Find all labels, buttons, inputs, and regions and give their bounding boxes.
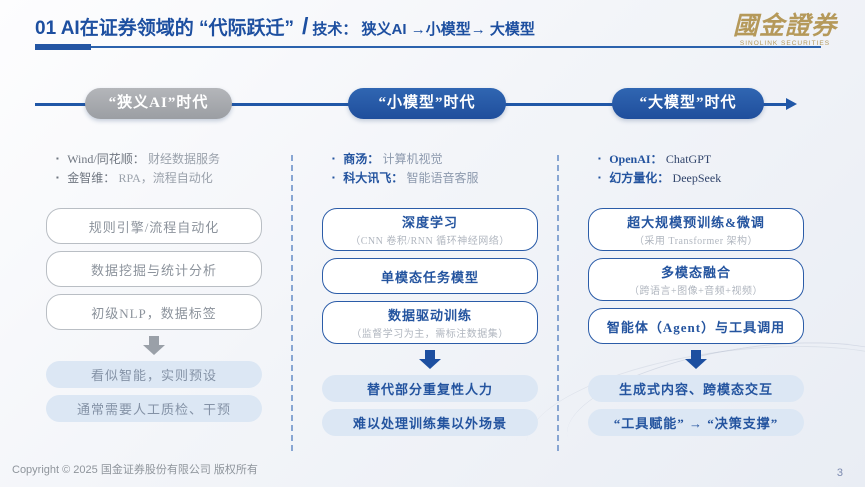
logo-subtext: SINOLINK SECURITIES xyxy=(739,40,831,47)
bullet-marker-icon: ▪ xyxy=(598,154,601,163)
bullet-desc: 计算机视觉 xyxy=(382,152,443,166)
column-large-model: ▪ OpenAI： ChatGPT ▪ 幻方量化： DeepSeek 超大规模预… xyxy=(588,146,804,436)
feature-box-subtitle: （CNN 卷积/RNN 循环神经网络） xyxy=(350,236,510,247)
feature-box-title: 数据驱动训练 xyxy=(387,308,472,323)
down-arrow-icon xyxy=(685,350,707,369)
feature-box: 数据驱动训练 （监督学习为主，需标注数据集） xyxy=(322,301,538,344)
feature-box: 初级NLP，数据标签 xyxy=(46,294,262,330)
feature-box: 智能体（Agent）与工具调用 xyxy=(588,308,804,344)
feature-box-title: 智能体（Agent）与工具调用 xyxy=(606,319,786,335)
title-underline-accent xyxy=(35,44,91,50)
bullet-desc: 财经数据服务 xyxy=(148,152,221,166)
feature-box: 深度学习 （CNN 卷积/RNN 循环神经网络） xyxy=(322,208,538,251)
list-item: ▪ Wind/同花顺： 财经数据服务 xyxy=(56,150,262,169)
feature-box: 单模态任务模型 xyxy=(322,258,538,294)
feature-box-title: 超大规模预训练&微调 xyxy=(627,215,765,230)
list-item: ▪ 科大讯飞： 智能语音客服 xyxy=(332,169,538,188)
bullet-marker-icon: ▪ xyxy=(56,154,59,163)
bullet-marker-icon: ▪ xyxy=(332,173,335,183)
page-number: 3 xyxy=(836,467,843,479)
feature-boxes: 深度学习 （CNN 卷积/RNN 循环神经网络） 单模态任务模型 数据驱动训练 … xyxy=(322,208,538,344)
result-boxes: 生成式内容、跨模态交互 “工具赋能” → “决策支撑” xyxy=(588,375,804,436)
title-underline xyxy=(35,46,821,48)
feature-box-title: 数据挖掘与统计分析 xyxy=(90,262,217,278)
bullet-marker-icon: ▪ xyxy=(598,173,601,183)
result-box: 看似智能，实则预设 xyxy=(46,361,262,388)
result-box: 难以处理训练集以外场景 xyxy=(322,409,538,436)
feature-box-title: 多模态融合 xyxy=(660,265,731,280)
bullet-company: OpenAI： xyxy=(609,152,663,166)
feature-box-subtitle: （监督学习为主，需标注数据集） xyxy=(351,329,509,340)
era-pill-small-model: “小模型”时代 xyxy=(348,88,506,119)
bullet-list: ▪ Wind/同花顺： 财经数据服务 ▪ 金智维： RPA，流程自动化 xyxy=(46,146,262,208)
bullet-list: ▪ 商汤： 计算机视觉 ▪ 科大讯飞： 智能语音客服 xyxy=(322,146,538,208)
bullet-company: Wind/同花顺： xyxy=(67,152,145,166)
logo-text: 國金證券 xyxy=(732,13,837,40)
list-item: ▪ 金智维： RPA，流程自动化 xyxy=(56,169,262,188)
copyright-text: Copyright © 2025 国金证券股份有限公司 版权所有 xyxy=(12,464,258,476)
feature-boxes: 规则引擎/流程自动化 数据挖掘与统计分析 初级NLP，数据标签 xyxy=(46,208,262,330)
bullet-marker-icon: ▪ xyxy=(332,154,335,163)
list-item: ▪ 商汤： 计算机视觉 xyxy=(332,150,538,169)
bullet-desc: RPA，流程自动化 xyxy=(118,171,213,186)
page-title: 01 AI在证券领域的 “代际跃迁” / 技术： 狭义AI →小模型→ 大模型 xyxy=(35,13,535,40)
bullet-desc: DeepSeek xyxy=(672,171,722,186)
bullet-company: 幻方量化： xyxy=(609,171,670,186)
feature-boxes: 超大规模预训练&微调 （采用 Transformer 架构） 多模态融合 （跨语… xyxy=(588,208,804,344)
era-timeline: “狭义AI”时代 “小模型”时代 “大模型”时代 xyxy=(0,88,865,120)
column-small-model: ▪ 商汤： 计算机视觉 ▪ 科大讯飞： 智能语音客服 深度学习 （CNN 卷积/… xyxy=(322,146,538,436)
down-arrow-icon xyxy=(143,336,165,355)
era-pill-large-model: “大模型”时代 xyxy=(612,88,764,119)
column-divider xyxy=(557,155,559,451)
column-narrow-ai: ▪ Wind/同花顺： 财经数据服务 ▪ 金智维： RPA，流程自动化 规则引擎… xyxy=(46,146,262,422)
list-item: ▪ 幻方量化： DeepSeek xyxy=(598,169,804,188)
result-boxes: 看似智能，实则预设 通常需要人工质检、干预 xyxy=(46,361,262,422)
feature-box-subtitle: （跨语言+图像+音频+视频） xyxy=(629,286,763,297)
bullet-company: 科大讯飞： xyxy=(343,171,404,186)
bullet-desc: ChatGPT xyxy=(665,152,712,166)
bullet-list: ▪ OpenAI： ChatGPT ▪ 幻方量化： DeepSeek xyxy=(588,146,804,208)
result-box: 替代部分重复性人力 xyxy=(322,375,538,402)
feature-box-title: 初级NLP，数据标签 xyxy=(91,305,217,321)
arrow-right-icon xyxy=(786,98,797,110)
bullet-desc: 智能语音客服 xyxy=(406,171,479,186)
result-box: “工具赋能” → “决策支撑” xyxy=(588,409,804,436)
title-subtitle: 技术： 狭义AI →小模型→ 大模型 xyxy=(312,21,535,38)
title-separator: / xyxy=(302,13,309,39)
bullet-company: 金智维： xyxy=(67,171,116,186)
feature-box: 数据挖掘与统计分析 xyxy=(46,251,262,287)
result-box: 通常需要人工质检、干预 xyxy=(46,395,262,422)
result-box: 生成式内容、跨模态交互 xyxy=(588,375,804,402)
bullet-marker-icon: ▪ xyxy=(56,173,59,183)
list-item: ▪ OpenAI： ChatGPT xyxy=(598,150,804,169)
bullet-company: 商汤： xyxy=(343,152,380,166)
feature-box: 超大规模预训练&微调 （采用 Transformer 架构） xyxy=(588,208,804,251)
feature-box-title: 深度学习 xyxy=(401,215,458,230)
feature-box: 规则引擎/流程自动化 xyxy=(46,208,262,244)
feature-box-title: 规则引擎/流程自动化 xyxy=(88,219,220,235)
company-logo: 國金證券 SINOLINK SECURITIES xyxy=(733,6,837,47)
era-pill-narrow-ai: “狭义AI”时代 xyxy=(85,88,232,119)
feature-box-title: 单模态任务模型 xyxy=(380,269,479,285)
title-main: 01 AI在证券领域的 “代际跃迁” xyxy=(35,18,294,39)
column-divider xyxy=(291,155,293,451)
feature-box: 多模态融合 （跨语言+图像+音频+视频） xyxy=(588,258,804,301)
down-arrow-icon xyxy=(419,350,441,369)
feature-box-subtitle: （采用 Transformer 架构） xyxy=(633,236,759,247)
result-boxes: 替代部分重复性人力 难以处理训练集以外场景 xyxy=(322,375,538,436)
